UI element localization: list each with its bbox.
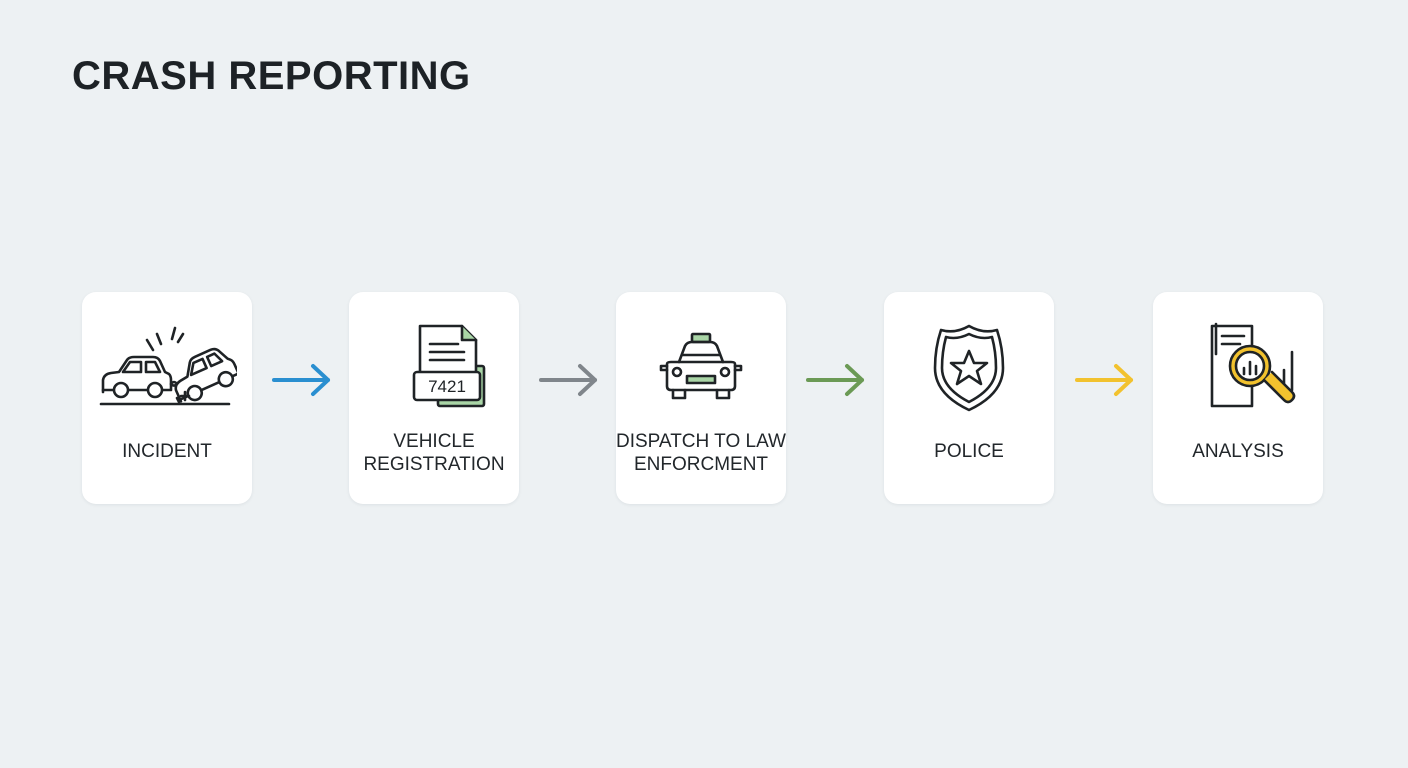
step-label-analysis: ANALYSIS: [1192, 441, 1284, 462]
arrow-right-icon: [802, 361, 866, 399]
car-crash-icon: [97, 320, 237, 416]
arrow-right-icon: [1071, 361, 1135, 399]
step-label-police: POLICE: [934, 441, 1004, 462]
step-card-analysis: ANALYSIS: [1153, 292, 1323, 504]
registration-document-icon: 7421: [364, 320, 504, 416]
step-card-vehicle-registration: 7421 VEHICLE REGISTRATION: [349, 292, 519, 504]
report-magnifier-icon: [1168, 320, 1308, 416]
step-label-vehicle-registration: VEHICLE REGISTRATION: [363, 431, 505, 475]
step-card-police: POLICE: [884, 292, 1054, 504]
page-title: CRASH REPORTING: [72, 54, 471, 98]
arrow-right-icon: [268, 361, 332, 399]
step-card-dispatch: DISPATCH TO LAW ENFORCMENT: [616, 292, 786, 504]
step-card-incident: INCIDENT: [82, 292, 252, 504]
police-car-icon: [631, 320, 771, 416]
arrow-right-icon: [535, 361, 599, 399]
step-label-incident: INCIDENT: [122, 441, 212, 462]
registration-plate-number: 7421: [428, 377, 466, 396]
police-badge-icon: [899, 320, 1039, 416]
step-label-dispatch: DISPATCH TO LAW ENFORCMENT: [616, 431, 786, 475]
